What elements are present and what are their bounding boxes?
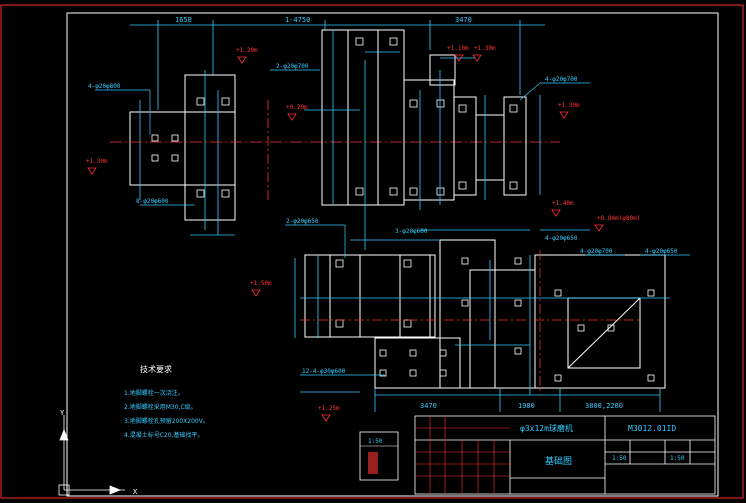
elev-1: +1.20m [236, 47, 258, 54]
note-foundation-4: 8-φ20φ600 [136, 198, 169, 205]
note-1: 1.地脚螺栓一次浇注。 [124, 389, 184, 397]
left-foundation-dims [139, 70, 235, 236]
mill-foundation [321, 29, 527, 206]
note-2: 2.地脚螺栓采用M30,C级。 [124, 403, 197, 411]
title-name: 基础图 [545, 455, 572, 467]
elev-5: +1.30m [474, 45, 496, 52]
top-dimension-line [130, 20, 545, 110]
elev-6: +1.30m [558, 102, 580, 109]
elev-4: +1.10m [447, 45, 469, 52]
bottom-dim-3: 3800,2200 [585, 402, 623, 410]
note-4: 4.混凝土标号C20,基础找平。 [124, 431, 203, 439]
title-block-grid [415, 416, 510, 494]
bottom-dim-2: 1900 [518, 402, 535, 410]
inner-border [66, 12, 719, 497]
elev-9: +1.25m [318, 405, 340, 412]
ucs-icon [58, 415, 125, 496]
note-3: 3.地脚螺栓孔预留200X200V。 [124, 417, 209, 425]
note-foundation-3: 4-φ20φ700 [545, 76, 578, 83]
elev-7: +1.40m [552, 200, 574, 207]
mill-bolt-holes [355, 37, 518, 196]
stamp-box [359, 431, 399, 481]
title-spec: φ3x12m球磨机 [520, 423, 573, 433]
drive-dims [294, 229, 670, 412]
elev-2: +1.30m [86, 158, 108, 165]
title-scale-1: 1:50 [612, 455, 627, 462]
drive-foundation [304, 239, 666, 389]
stamp-mark [368, 452, 378, 474]
note-foundation-7: 4-φ20φ650 [545, 235, 578, 242]
note-foundation-1: 4-φ20φ800 [88, 83, 121, 90]
note-foundation-9: 4-φ20φ650 [645, 248, 678, 255]
title-drawing-no: M3012.01ID [628, 424, 676, 433]
mill-dims [304, 30, 541, 250]
stamp-label: 1:50 [368, 438, 383, 445]
note-foundation-6: 3-φ20φ600 [395, 228, 428, 235]
notes-title: 技术要求 [140, 364, 172, 374]
bottom-dim-1: 3470 [420, 402, 437, 410]
note-foundation-10: 12-4-φ30φ600 [302, 368, 346, 375]
right-note: +0.84m(φ80m) [597, 215, 640, 222]
elevation-markers [87, 54, 604, 422]
elev-8: +1.50m [250, 280, 272, 287]
top-dim-2: 1-4750 [285, 16, 310, 24]
note-foundation-2: 2-φ20φ700 [276, 63, 309, 70]
elev-3: +0.20m [286, 104, 308, 111]
left-bolt-holes [151, 97, 230, 198]
title-scale-2: 1:50 [670, 455, 685, 462]
title-block [414, 415, 716, 495]
leader-lines [95, 69, 690, 393]
top-dim-3: 3470 [455, 16, 472, 24]
ucs-x: X [133, 488, 138, 496]
note-foundation-8: 4-φ20φ700 [580, 248, 613, 255]
note-foundation-5: 2-φ20φ650 [286, 218, 319, 225]
left-foundation [129, 74, 236, 221]
outer-border [0, 4, 744, 499]
top-dim-1: 1650 [175, 16, 192, 24]
ucs-y: Y [60, 409, 65, 417]
